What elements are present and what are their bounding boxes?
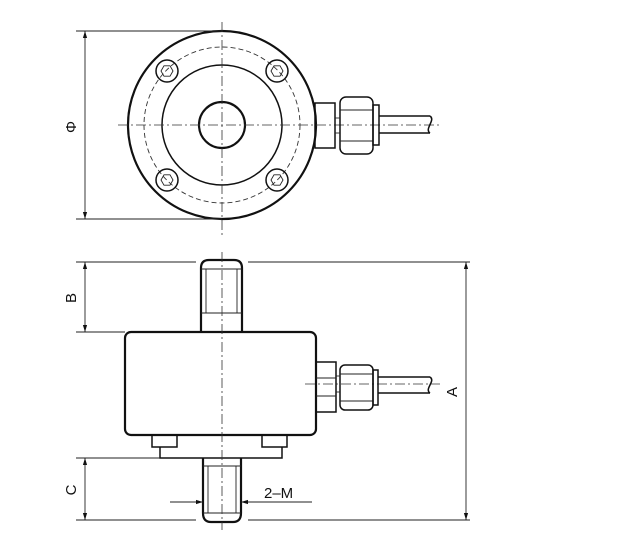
thread-callout-label: 2–M [264,485,293,502]
bolt-bottom-left [155,168,179,192]
load-cell-body [123,330,318,437]
diameter-label: Φ [63,121,80,133]
top-cable [379,115,433,134]
diameter-dimension [76,30,222,220]
bolt-bottom-right [265,168,289,192]
dimension-c-label: C [63,484,80,495]
bottom-mounting-feet [151,435,288,459]
bolt-top-right [265,59,289,83]
bolt-top-left [155,59,179,83]
top-cable-gland [314,96,380,155]
dimension-b-label: B [63,293,80,303]
side-view: A B C 2–M [63,252,470,530]
top-view: Φ [63,22,440,236]
dimension-c [76,457,196,521]
side-cable-gland [315,361,379,413]
dimension-a [248,261,470,521]
dimension-b [76,261,196,333]
side-cable [378,376,433,394]
upper-stud [199,258,244,332]
dimension-a-label: A [444,387,461,397]
